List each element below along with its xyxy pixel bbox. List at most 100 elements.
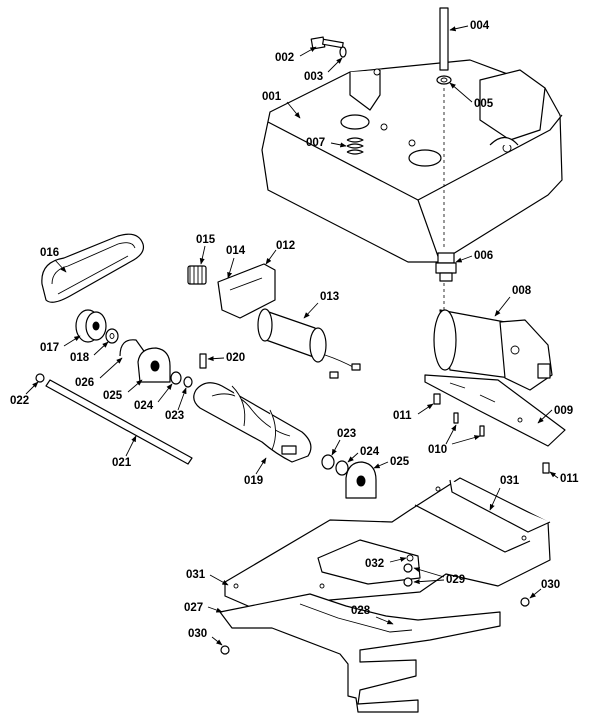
callout-024-right: 024 [347,446,380,463]
svg-text:003: 003 [304,71,323,83]
callout-021: 021 [112,435,137,469]
callout-008: 008 [494,285,532,317]
motor-part-008 [433,309,553,391]
bearing-part-025-left [137,347,171,383]
nut-part-022 [35,373,45,383]
svg-text:009: 009 [554,405,573,417]
bolt-part-002 [310,36,344,50]
plate-part-027 [219,593,501,713]
screw-part-011 [433,393,550,474]
callout-011-left: 011 [393,403,434,422]
svg-text:013: 013 [320,291,339,303]
bearing-part-025-right [345,461,377,499]
svg-text:001: 001 [262,91,282,103]
callout-030-left: 030 [188,628,223,646]
callout-016: 016 [40,247,67,273]
callout-002: 002 [275,46,317,64]
callout-012: 012 [265,240,295,265]
housing-part-001 [261,59,563,263]
callout-009: 009 [537,405,573,424]
svg-text:026: 026 [75,377,94,389]
svg-text:008: 008 [512,285,532,297]
callout-017: 017 [40,335,81,354]
washer-part-003 [339,46,347,58]
callout-003: 003 [304,57,343,83]
callout-029: 029 [413,567,465,586]
callout-023-left: 023 [165,387,187,422]
screw-part-010 [453,412,485,437]
callout-028: 028 [351,605,394,625]
callout-031-upper: 031 [489,475,520,511]
svg-text:020: 020 [226,352,245,364]
svg-text:023: 023 [337,428,356,440]
callout-006: 006 [455,250,493,263]
bracket-part-009 [424,374,566,447]
svg-text:031: 031 [186,569,206,581]
callout-005: 005 [449,82,494,110]
svg-text:021: 021 [112,457,132,469]
svg-text:011: 011 [560,473,579,485]
callout-025-right: 025 [373,456,410,469]
callout-015: 015 [196,234,216,265]
washer-part-032 [406,554,414,562]
svg-text:011: 011 [393,410,412,422]
fitting-part-006 [435,252,457,282]
washer-part-018 [105,328,119,344]
clip-part-026 [119,339,147,357]
bracket-part-012 [217,263,276,319]
callout-020: 020 [207,352,245,364]
svg-text:019: 019 [244,475,263,487]
callout-010: 010 [428,424,481,456]
svg-text:025: 025 [390,456,410,468]
callout-013: 013 [303,291,339,319]
callout-023-right: 023 [331,428,356,456]
belt-part-016 [41,233,145,303]
callout-030-right: 030 [529,579,560,599]
svg-text:023: 023 [165,410,184,422]
svg-text:017: 017 [40,342,59,354]
svg-text:002: 002 [275,52,294,64]
svg-text:024: 024 [134,400,154,412]
svg-text:022: 022 [10,395,29,407]
callout-025-left: 025 [103,379,143,402]
spring-part-007 [346,137,364,155]
washer-part-023-left [183,376,193,388]
svg-text:012: 012 [276,240,295,252]
callout-007: 007 [306,137,347,149]
callout-001: 001 [262,91,301,119]
screw-part-030 [220,597,530,655]
svg-text:006: 006 [474,250,493,262]
nut-part-005 [436,75,452,85]
callout-032: 032 [365,556,407,570]
washer-part-024-left [170,371,182,385]
callout-014: 014 [226,245,246,279]
auger-part-019 [193,382,312,463]
svg-text:024: 024 [360,446,380,458]
washer-part-024-right [335,460,349,476]
svg-text:030: 030 [541,579,560,591]
svg-text:016: 016 [40,247,59,259]
shaft-part-021 [45,379,193,465]
callout-024-left: 024 [134,383,173,412]
svg-text:015: 015 [196,234,216,246]
svg-text:007: 007 [306,137,325,149]
washer-part-023-right [321,454,335,470]
rod-part-004 [439,7,449,71]
svg-text:027: 027 [184,602,203,614]
callout-022: 022 [10,381,39,407]
motor-part-013 [257,308,361,379]
callout-011-right: 011 [549,471,579,485]
callout-019: 019 [244,457,267,487]
svg-text:032: 032 [365,558,384,570]
base-plate-part-031 [224,477,551,613]
callout-027: 027 [184,602,223,614]
svg-text:028: 028 [351,605,371,617]
screw-part-029 [403,563,413,587]
svg-text:005: 005 [474,98,494,110]
screw-part-020 [199,353,207,369]
svg-text:031: 031 [500,475,520,487]
svg-text:010: 010 [428,444,447,456]
callout-004: 004 [449,20,490,32]
svg-text:025: 025 [103,390,123,402]
